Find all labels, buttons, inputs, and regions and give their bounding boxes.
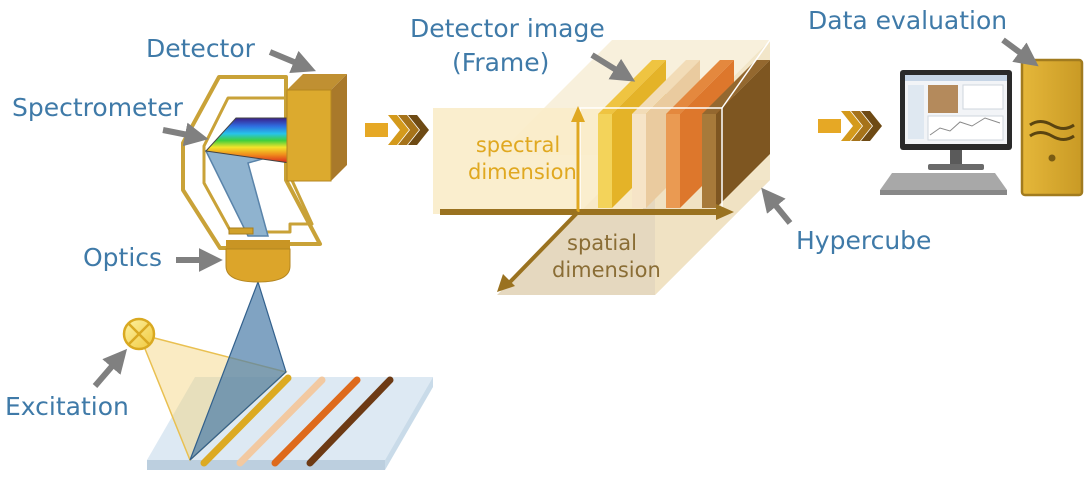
label-spatial-dimension: dimension (552, 258, 661, 282)
pointer-data-evaluation (1001, 37, 1039, 67)
sample-stripe (271, 376, 361, 467)
optics-lens (225, 240, 291, 283)
label-excitation: Excitation (5, 392, 129, 421)
label-spectral-dimension: dimension (468, 160, 577, 184)
label-frame: (Frame) (452, 48, 550, 77)
pointer-arrows (92, 37, 1039, 388)
collection-cone (189, 280, 287, 461)
spatial-axis-arrow (508, 210, 580, 284)
detector-block (286, 74, 347, 182)
label-detector-image: Detector image (410, 14, 605, 43)
sample-stripe (200, 374, 292, 467)
pointer-hypercube (761, 187, 793, 225)
pointer-detector-image (590, 52, 636, 82)
pointer-excitation (92, 348, 128, 388)
pointer-detector (268, 49, 316, 73)
label-spectrometer: Spectrometer (12, 93, 183, 122)
label-spatial: spatial (567, 231, 637, 255)
sample-stripe (236, 376, 326, 467)
label-detector: Detector (146, 34, 255, 63)
slit (228, 227, 254, 235)
pointer-spectrometer (162, 122, 209, 147)
triple-chevron-arrow-icon (365, 115, 429, 145)
hypercube-outline (579, 39, 771, 210)
triple-chevron-arrow-icon (818, 111, 882, 141)
sample-stripe (306, 376, 394, 467)
label-data-evaluation: Data evaluation (808, 6, 1008, 35)
label-spectral: spectral (475, 133, 561, 157)
label-optics: Optics (83, 243, 163, 272)
label-hypercube: Hypercube (796, 226, 932, 255)
lamp-cross-icon (122, 317, 156, 351)
desktop-computer-icon (880, 58, 1084, 197)
